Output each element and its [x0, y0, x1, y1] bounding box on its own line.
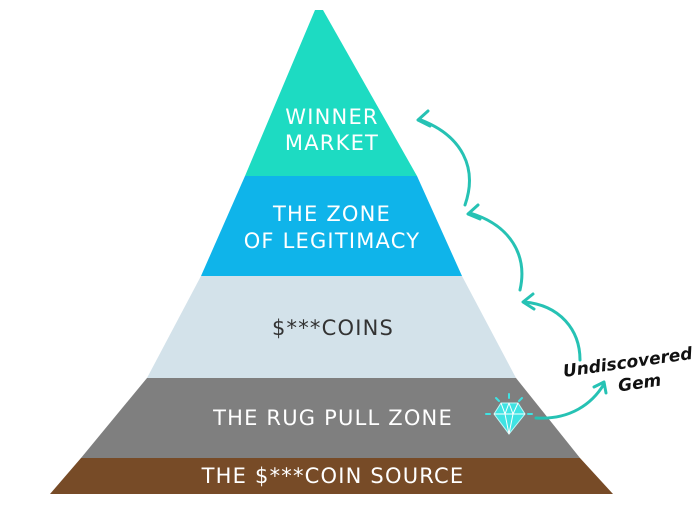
arrow-gem-to-label — [534, 382, 606, 420]
arrow-to-legitimacy — [468, 211, 524, 292]
label-of-legitimacy: OF LEGITIMACY — [244, 229, 421, 253]
arrow-to-winner — [419, 118, 471, 207]
layer-coins — [147, 276, 516, 378]
layer-coin-source — [50, 458, 613, 494]
diamond-icon — [485, 393, 533, 435]
annotation-line-2: Gem — [617, 371, 663, 397]
arrow-to-winner-head — [416, 109, 432, 128]
label-the-zone: THE ZONE — [272, 202, 391, 226]
arrow-gem-to-label-head — [592, 380, 608, 395]
layer-zone-of-legitimacy — [201, 176, 462, 276]
undiscovered-gem-annotation: Undiscovered Gem — [562, 344, 695, 397]
layer-winner-market — [245, 10, 417, 176]
pyramid — [50, 10, 613, 494]
label-market: MARKET — [285, 131, 379, 155]
label-coins: $***COINS — [272, 316, 394, 340]
arrow-to-coins — [522, 300, 582, 362]
arrow-to-coins-head — [521, 292, 536, 311]
label-rug-pull-zone: THE RUG PULL ZONE — [212, 406, 453, 430]
label-coin-source: THE $***COIN SOURCE — [201, 464, 465, 488]
label-winner: WINNER — [285, 105, 378, 129]
progression-arrows — [416, 109, 608, 420]
arrow-to-legitimacy-head — [466, 203, 482, 221]
layer-rug-pull-zone — [81, 378, 580, 458]
